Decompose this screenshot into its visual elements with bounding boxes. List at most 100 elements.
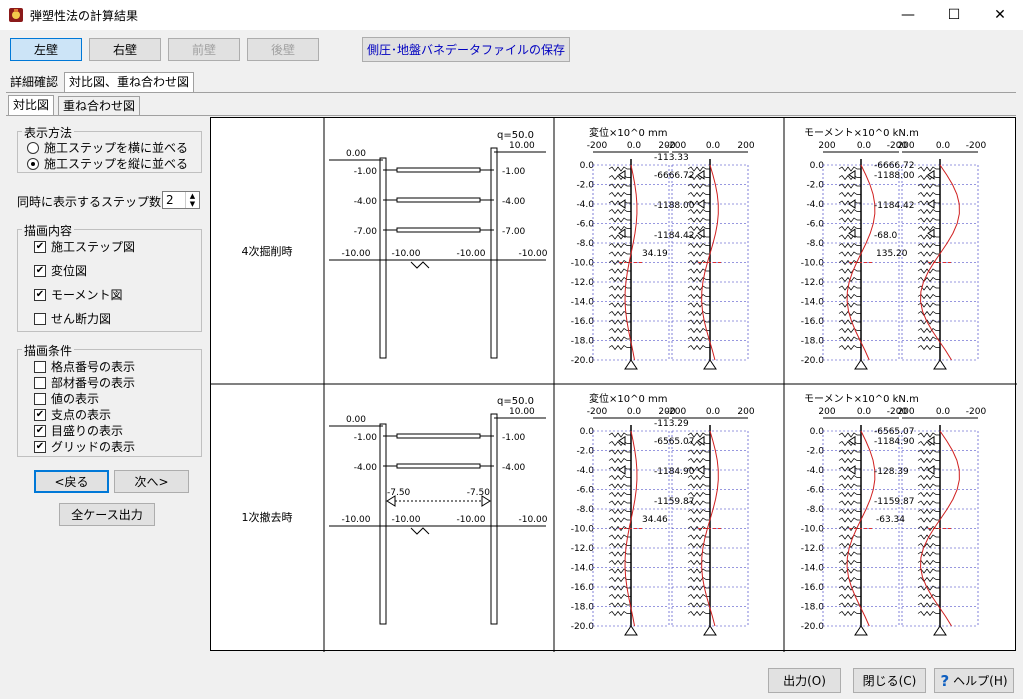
depth-tick-label: -6.0 <box>806 220 824 230</box>
excavation-level-label: -10.00 <box>518 515 547 525</box>
depth-tick-label: -8.0 <box>576 239 594 249</box>
value-label: -1184.42 <box>654 231 694 241</box>
spring-icon <box>838 534 861 540</box>
spring-icon <box>687 466 710 472</box>
spring-icon <box>687 491 710 498</box>
draw_conditions-checkbox[interactable]: ✔支点の表示 <box>34 406 111 423</box>
maximize-button[interactable]: ☐ <box>931 0 977 30</box>
display-method-label: 表示方法 <box>22 124 75 141</box>
draw_conditions-checkbox[interactable]: 格点番号の表示 <box>34 358 135 375</box>
spring-icon <box>838 166 861 172</box>
x-tick-label: -200 <box>666 141 687 151</box>
close-dialog-button[interactable]: 閉じる(C) <box>853 668 926 693</box>
spring-icon <box>687 166 710 172</box>
depth-tick-label: -14.0 <box>571 298 595 308</box>
spring-icon <box>687 517 710 523</box>
display-horizontal-radio[interactable]: 施工ステップを横に並べる <box>27 139 188 156</box>
soil-hatch-icon <box>410 261 430 269</box>
spring-icon <box>687 285 710 291</box>
spinner-arrows-icon[interactable]: ▲▼ <box>185 192 199 208</box>
draw_conditions-checkbox[interactable]: ✔グリッドの表示 <box>34 438 135 455</box>
save-spring-data-button[interactable]: 側圧･地盤バネデータファイルの保存 <box>362 37 570 62</box>
back-button[interactable]: <戻る <box>34 470 109 493</box>
spring-icon <box>838 483 861 489</box>
checkbox-icon <box>34 376 46 389</box>
spring-icon <box>608 276 631 283</box>
spring-icon <box>608 517 631 523</box>
spring-icon <box>687 610 710 617</box>
spring-icon <box>687 174 710 181</box>
all-case-output-button[interactable]: 全ケース出力 <box>59 503 155 526</box>
x-tick-label: 0.0 <box>857 141 872 151</box>
back-wall-button[interactable]: 後壁 <box>247 38 319 61</box>
spring-icon <box>838 217 861 223</box>
spring-icon <box>608 610 631 617</box>
value-label: -128.39 <box>874 467 909 477</box>
spring-icon <box>608 568 631 574</box>
draw_content-checkbox[interactable]: ✔変位図 <box>34 262 87 279</box>
help-label: ヘルプ(H) <box>953 674 1008 688</box>
spring-icon <box>687 234 710 240</box>
depth-tick-label: 0.0 <box>810 161 825 171</box>
spring-icon <box>608 508 631 515</box>
excavation-level-label: -10.00 <box>391 249 420 259</box>
spring-icon <box>608 534 631 540</box>
depth-tick-label: -16.0 <box>801 583 825 593</box>
spring-icon <box>917 251 940 257</box>
tab-overlay[interactable]: 重ね合わせ図 <box>58 96 141 115</box>
x-tick-label: -200 <box>587 141 608 151</box>
spring-icon <box>687 457 710 464</box>
output-button[interactable]: 出力(O) <box>768 668 841 693</box>
tab-compare[interactable]: 対比図 <box>8 95 55 115</box>
depth-tick-label: -18.0 <box>801 337 825 347</box>
strut-reaction-arrow-icon <box>618 199 626 209</box>
level-label: 10.00 <box>509 407 535 417</box>
spring-icon <box>687 432 710 438</box>
spring-icon <box>608 225 631 232</box>
draw_conditions-checkbox[interactable]: ✔目盛りの表示 <box>34 422 123 439</box>
right-wall-button[interactable]: 右壁 <box>89 38 161 61</box>
next-button[interactable]: 次へ> <box>114 470 189 493</box>
spring-icon <box>917 576 940 583</box>
depth-tick-label: -16.0 <box>801 317 825 327</box>
front-wall-button[interactable]: 前壁 <box>168 38 240 61</box>
spring-icon <box>917 491 940 498</box>
steps-count-stepper[interactable]: 2 ▲▼ <box>162 191 200 209</box>
spring-icon <box>608 474 631 481</box>
checkbox-label: モーメント図 <box>51 288 123 302</box>
minimize-button[interactable]: — <box>885 0 931 30</box>
depth-tick-label: -4.0 <box>576 200 594 210</box>
strut-reaction-arrow-icon <box>697 465 705 475</box>
tab-compare-overlay[interactable]: 対比図、重ね合わせ図 <box>64 72 195 92</box>
load-label: q=50.0 <box>497 130 534 141</box>
tab-detail[interactable]: 詳細確認 <box>10 75 59 89</box>
spring-icon <box>687 319 710 325</box>
draw_content-checkbox[interactable]: せん断力図 <box>34 310 111 327</box>
spring-icon <box>608 491 631 498</box>
spring-icon <box>608 585 631 591</box>
spring-icon <box>917 344 940 351</box>
draw_conditions-checkbox[interactable]: 部材番号の表示 <box>34 374 135 391</box>
value-label: 34.46 <box>642 515 668 525</box>
x-tick-label: 0.0 <box>627 141 642 151</box>
spring-icon <box>838 593 861 600</box>
spring-icon <box>687 251 710 257</box>
excavation-level-label: -10.00 <box>341 515 370 525</box>
checkbox-label: 支点の表示 <box>51 408 112 422</box>
help-button[interactable]: ? ヘルプ(H) <box>934 668 1014 693</box>
depth-tick-label: -8.0 <box>806 505 824 515</box>
depth-tick-label: -12.0 <box>801 544 825 554</box>
draw_content-checkbox[interactable]: ✔モーメント図 <box>34 286 123 303</box>
depth-tick-label: -2.0 <box>806 181 824 191</box>
spring-icon <box>608 268 631 274</box>
close-button[interactable]: ✕ <box>977 0 1023 30</box>
left-wall-button[interactable]: 左壁 <box>10 38 82 61</box>
draw_content-checkbox[interactable]: ✔施工ステップ図 <box>34 238 135 255</box>
display-vertical-radio[interactable]: 施工ステップを縦に並べる <box>27 155 188 172</box>
removed-level-label: -7.50 <box>387 488 411 498</box>
depth-tick-label: -16.0 <box>571 583 595 593</box>
plot-title: 変位×10^0 mm <box>589 392 668 405</box>
draw_conditions-checkbox[interactable]: 値の表示 <box>34 390 99 407</box>
spring-icon <box>917 602 940 608</box>
checkbox-label: 部材番号の表示 <box>51 376 136 390</box>
